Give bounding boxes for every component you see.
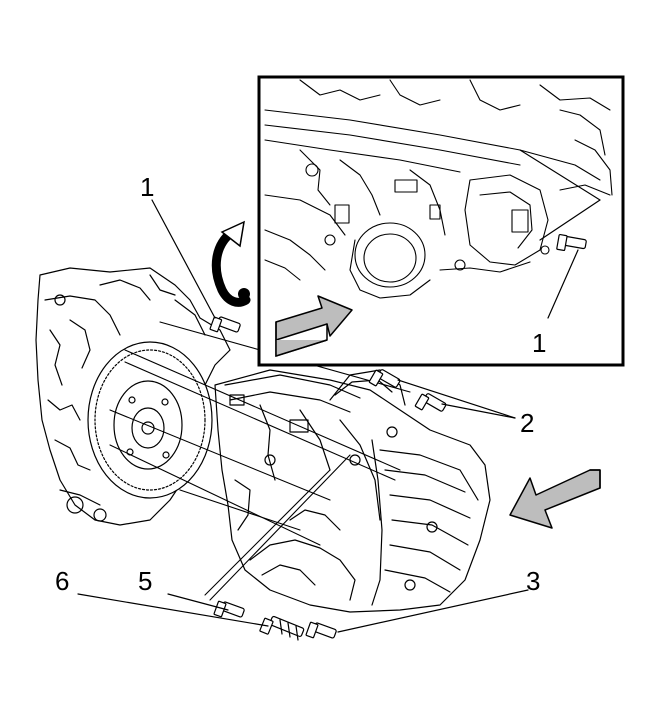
detail-inset: 1 (257, 75, 625, 367)
callout-5: 5 (138, 566, 152, 596)
callout-6: 6 (55, 566, 69, 596)
bolt-2a (368, 369, 401, 388)
flywheel-drawing (87, 341, 213, 499)
bolt-1-inset (556, 233, 587, 252)
view-arrow-icon (509, 469, 601, 529)
stud-6 (259, 615, 305, 641)
callout-leaders (77, 199, 529, 633)
callout-2: 2 (520, 408, 534, 438)
callout-1-inset: 1 (532, 328, 546, 358)
callout-1-main: 1 (140, 172, 154, 202)
curved-arrow-icon (211, 220, 251, 307)
transmission-case-drawing (214, 369, 491, 613)
view-arrow-icon (275, 295, 353, 358)
bolt-2b (414, 393, 447, 412)
bolt-3 (305, 621, 337, 639)
bolt-1-main (209, 316, 241, 333)
bolt-5 (213, 600, 245, 618)
callout-3: 3 (526, 566, 540, 596)
